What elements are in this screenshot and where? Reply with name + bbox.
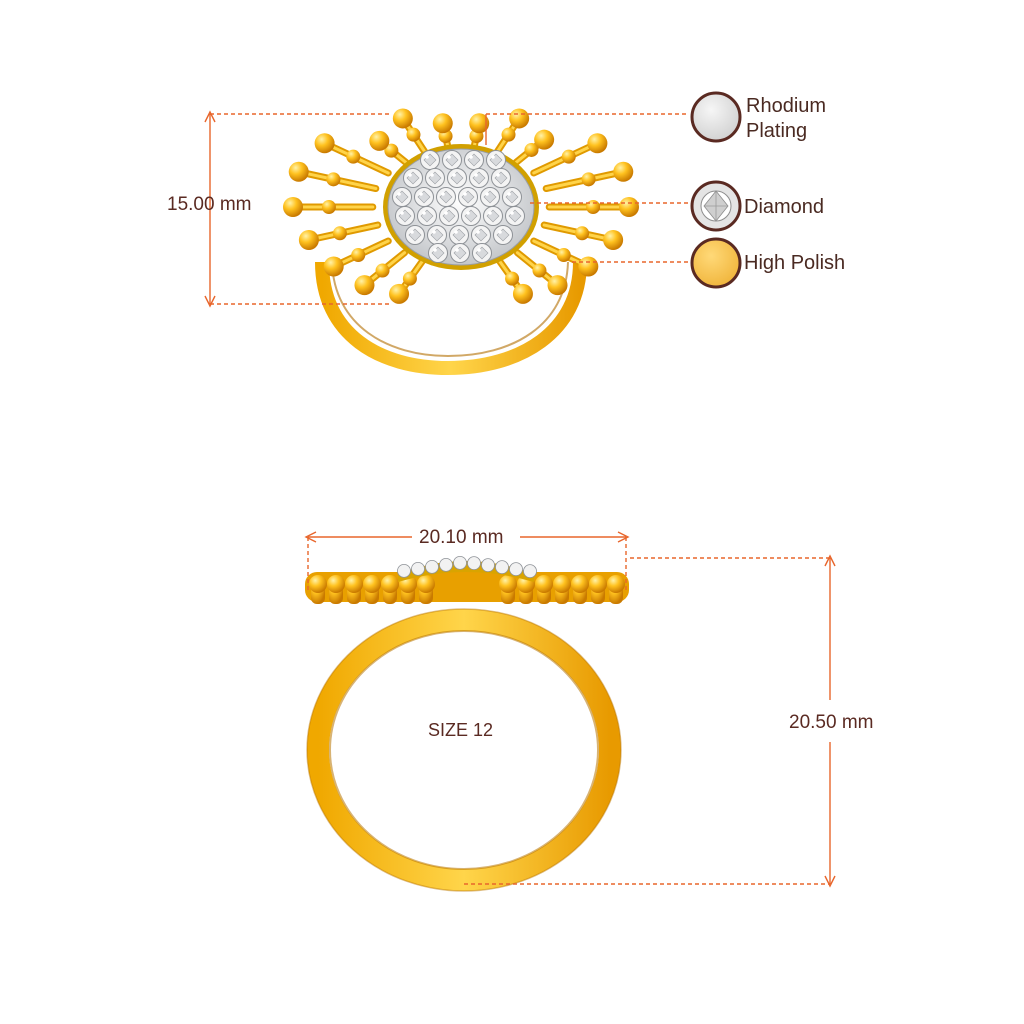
top-view xyxy=(283,108,639,376)
front-ball xyxy=(417,575,435,604)
diamond-stone xyxy=(505,206,525,226)
diamond-stone xyxy=(447,168,467,188)
front-stone xyxy=(425,559,439,574)
ray xyxy=(314,133,392,177)
legend-diamond: Diamond xyxy=(690,180,824,232)
diamond-stone xyxy=(439,206,459,226)
ring-height-label: 20.50 mm xyxy=(789,712,873,733)
height-dimension: 15.00 mm xyxy=(167,110,392,308)
front-top-ornament xyxy=(305,555,629,604)
diamond-stone xyxy=(417,206,437,226)
diamond-stone xyxy=(414,187,434,207)
legend: Rhodium Plating Diamond High Polish xyxy=(690,91,845,289)
ray xyxy=(288,161,380,193)
front-ball xyxy=(499,575,517,604)
diamond-stone xyxy=(461,206,481,226)
diamond-stone xyxy=(469,168,489,188)
ray xyxy=(545,197,639,217)
height-label: 15.00 mm xyxy=(167,194,251,215)
legend-high-polish: High Polish xyxy=(690,237,845,289)
pave-cluster xyxy=(383,144,539,270)
front-ball xyxy=(589,575,607,604)
legend-rhodium-line1: Rhodium xyxy=(746,95,826,117)
top-band xyxy=(315,261,587,376)
front-ball xyxy=(327,575,345,604)
diamond-stone xyxy=(458,187,478,207)
ray xyxy=(392,108,430,158)
ring-height-dimension: 20.50 mm xyxy=(464,554,873,888)
ray xyxy=(323,237,392,277)
front-stone xyxy=(397,563,411,578)
diamond-stone xyxy=(472,243,492,263)
ray xyxy=(369,130,410,167)
diamond-stone xyxy=(395,206,415,226)
diamond-stone xyxy=(425,168,445,188)
ray xyxy=(354,249,409,296)
diamond-stone xyxy=(428,243,448,263)
front-ball xyxy=(553,575,571,604)
diamond-stone xyxy=(450,243,470,263)
top-rays xyxy=(283,108,639,304)
front-ball xyxy=(309,575,327,604)
diamond-stone xyxy=(427,225,447,245)
ray xyxy=(298,221,382,250)
diamond-stone xyxy=(502,187,522,207)
diamond-stone xyxy=(491,168,511,188)
front-ball xyxy=(607,575,625,604)
front-ball xyxy=(381,575,399,604)
ray xyxy=(283,197,377,217)
width-label: 20.10 mm xyxy=(419,527,503,548)
front-ball xyxy=(363,575,381,604)
ray xyxy=(540,221,624,250)
front-stone xyxy=(509,562,523,577)
diamond-stone xyxy=(420,150,440,170)
front-band xyxy=(306,608,622,892)
ray xyxy=(495,256,533,304)
front-ball xyxy=(345,575,363,604)
front-ball xyxy=(571,575,589,604)
diamond-stone xyxy=(449,225,469,245)
pave-stones xyxy=(392,150,525,263)
front-ball xyxy=(535,575,553,604)
ray xyxy=(542,161,634,193)
ray xyxy=(512,129,555,167)
front-stone xyxy=(523,564,537,579)
ray xyxy=(492,108,530,158)
legend-rhodium: Rhodium Plating xyxy=(690,91,826,143)
legend-leaders xyxy=(485,113,688,263)
size-label: SIZE 12 xyxy=(428,720,493,740)
front-stone xyxy=(467,556,481,571)
diamond-stone xyxy=(483,206,503,226)
front-stone xyxy=(439,557,453,572)
front-stone xyxy=(481,558,495,573)
legend-high-polish-label: High Polish xyxy=(744,252,845,274)
diamond-stone xyxy=(471,225,491,245)
diamond-stone xyxy=(436,187,456,207)
diamond-stone xyxy=(464,150,484,170)
diamond-stone xyxy=(392,187,412,207)
ray xyxy=(530,133,608,177)
width-dimension: 20.10 mm xyxy=(304,527,630,590)
gold-icon xyxy=(690,237,742,289)
diamond-stone xyxy=(493,225,513,245)
diamond-stone xyxy=(405,225,425,245)
diamond-stone xyxy=(486,150,506,170)
front-view: SIZE 12 xyxy=(305,555,629,892)
legend-diamond-label: Diamond xyxy=(744,196,824,218)
ray xyxy=(389,256,427,304)
legend-rhodium-line2: Plating xyxy=(746,120,807,142)
diamond-stone xyxy=(480,187,500,207)
front-stone xyxy=(495,560,509,575)
front-stone xyxy=(453,555,467,570)
diamond-stone xyxy=(442,150,462,170)
diamond-stone xyxy=(403,168,423,188)
front-stone xyxy=(411,561,425,576)
ray xyxy=(513,249,568,296)
rhodium-icon xyxy=(690,91,742,143)
